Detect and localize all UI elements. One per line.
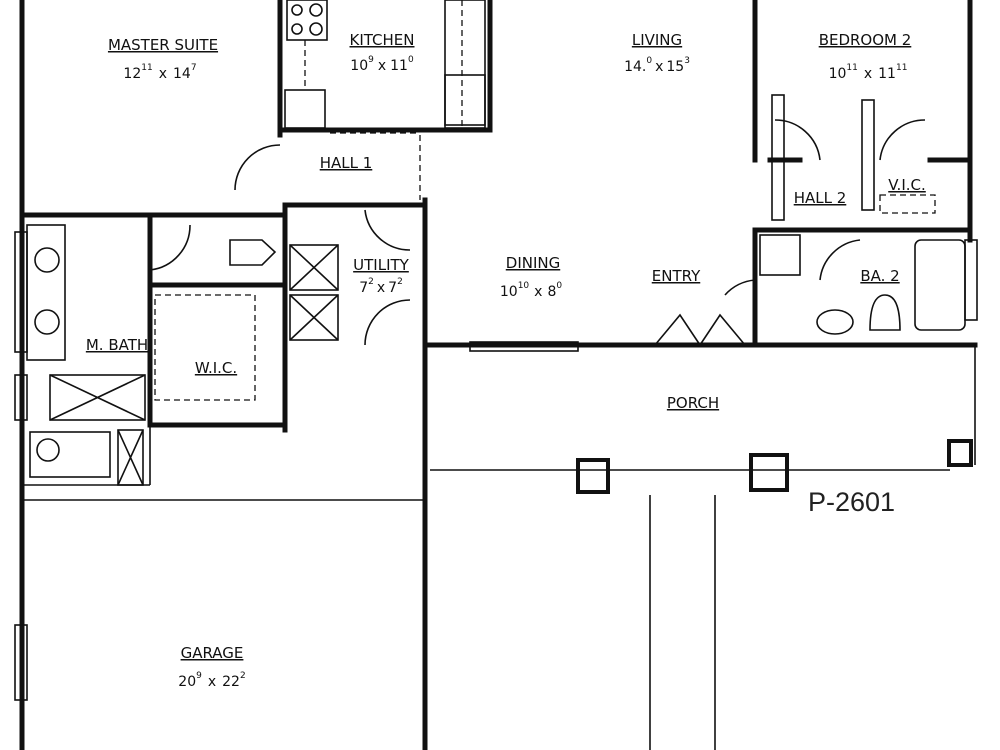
room-name: GARAGE	[181, 644, 244, 662]
room-wic: W.I.C.	[195, 359, 237, 377]
room-name: DINING	[506, 254, 560, 272]
room-hall-1: HALL 1	[320, 154, 373, 172]
room-name: UTILITY	[353, 256, 410, 274]
room-ba-2: BA. 2	[860, 267, 899, 285]
room-vic: V.I.C.	[888, 176, 926, 194]
room-m-bath: M. BATH	[86, 336, 148, 354]
room-name: MASTER SUITE	[108, 36, 218, 54]
room-hall-2: HALL 2	[794, 189, 847, 207]
walls	[14, 0, 978, 750]
room-porch: PORCH	[667, 394, 719, 412]
room-entry: ENTRY	[652, 267, 701, 285]
room-name: KITCHEN	[350, 31, 415, 49]
plan-code: P-2601	[808, 487, 895, 517]
room-name: BEDROOM 2	[819, 31, 912, 49]
room-name: LIVING	[632, 31, 682, 49]
